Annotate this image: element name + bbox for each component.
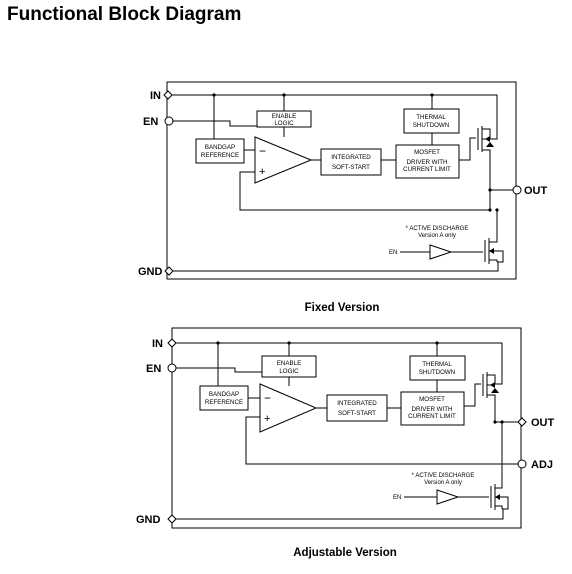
thermal-shutdown-label: SHUTDOWN — [419, 369, 455, 376]
enable-logic-block — [256, 110, 312, 128]
bandgap-label: BANDGAP — [209, 391, 239, 398]
thermal-shutdown-label: THERMAL — [422, 361, 452, 368]
in-pin-label: IN — [152, 338, 163, 350]
bandgap-reference-block — [199, 385, 249, 411]
soft-start-block — [326, 394, 388, 422]
soft-start-label: INTEGRATED — [331, 154, 371, 161]
in-pin-icon — [163, 90, 173, 100]
out-pin-label: OUT — [531, 417, 555, 429]
mosfet-driver-label: CURRENT LIMIT — [403, 166, 451, 173]
active-discharge-note: * ACTIVE DISCHARGE — [412, 473, 475, 479]
enable-logic-label: ENABLE — [272, 113, 296, 120]
discharge-mosfet-icon — [490, 478, 509, 510]
mosfet-driver-label: CURRENT LIMIT — [408, 413, 456, 420]
discharge-buffer-icon — [429, 244, 453, 260]
mosfet-driver-label: MOSFET — [414, 149, 440, 156]
fixed-version-diagram: − + ENABLE LOGIC THERMAL SHUTDOWN BANDGA… — [138, 81, 548, 314]
discharge-en-label: EN — [389, 250, 397, 256]
gnd-pin-label: GND — [138, 266, 163, 278]
mosfet-driver-label: MOSFET — [419, 396, 445, 403]
page-title: Functional Block Diagram — [7, 4, 242, 25]
en-pin-icon — [167, 363, 177, 373]
out-pin-icon — [512, 185, 522, 195]
soft-start-block — [320, 148, 382, 176]
adj-pin-icon — [517, 459, 527, 469]
soft-start-label: INTEGRATED — [337, 400, 377, 407]
error-amplifier: − + — [259, 383, 318, 433]
discharge-en-label: EN — [393, 495, 401, 501]
mosfet-driver-block — [400, 391, 465, 426]
bandgap-reference-block — [195, 138, 245, 164]
out-pin-icon — [517, 417, 527, 427]
thermal-shutdown-label: THERMAL — [416, 114, 446, 121]
active-discharge-note: Version A only — [424, 480, 462, 486]
soft-start-label: SOFT-START — [338, 410, 376, 417]
fixed-outline — [166, 81, 517, 280]
bandgap-label: REFERENCE — [201, 152, 239, 159]
amp-plus-label: + — [259, 166, 265, 178]
active-discharge-note: * ACTIVE DISCHARGE — [406, 226, 469, 232]
bandgap-label: REFERENCE — [205, 399, 243, 406]
out-pin-label: OUT — [524, 185, 548, 197]
enable-logic-label: LOGIC — [274, 120, 294, 127]
enable-logic-block — [261, 355, 317, 378]
in-pin-icon — [167, 338, 177, 348]
bandgap-label: BANDGAP — [205, 144, 235, 151]
error-amplifier: − + — [254, 136, 313, 184]
thermal-shutdown-block — [403, 108, 460, 134]
adjustable-version-diagram: − + ENABLE LOGIC THERMAL SHUTDOWN BANDGA… — [136, 327, 555, 559]
in-pin-label: IN — [150, 90, 161, 102]
amp-minus-label: − — [259, 144, 266, 158]
enable-logic-label: ENABLE — [277, 360, 301, 367]
gnd-pin-icon — [164, 266, 174, 276]
amp-plus-label: + — [264, 413, 270, 425]
discharge-buffer-icon — [436, 489, 460, 505]
adj-pin-label: ADJ — [531, 459, 553, 471]
adjustable-outline — [171, 327, 522, 529]
discharge-mosfet-icon — [484, 232, 504, 264]
mosfet-driver-block — [395, 144, 460, 179]
en-pin-label: EN — [146, 363, 161, 375]
en-pin-icon — [164, 116, 174, 126]
active-discharge-note: Version A only — [418, 233, 456, 239]
adjustable-version-caption: Adjustable Version — [293, 547, 397, 559]
fixed-version-caption: Fixed Version — [305, 302, 380, 314]
en-pin-label: EN — [143, 116, 158, 128]
thermal-shutdown-block — [409, 355, 466, 381]
gnd-pin-icon — [167, 514, 177, 524]
mosfet-driver-label: DRIVER WITH — [407, 159, 448, 166]
thermal-shutdown-label: SHUTDOWN — [413, 122, 449, 129]
mosfet-driver-label: DRIVER WITH — [412, 406, 453, 413]
pass-mosfet-icon — [477, 126, 494, 156]
amp-minus-label: − — [264, 391, 271, 405]
pass-mosfet-icon — [482, 372, 499, 401]
enable-logic-label: LOGIC — [279, 368, 299, 375]
gnd-pin-label: GND — [136, 514, 161, 526]
soft-start-label: SOFT-START — [332, 164, 370, 171]
